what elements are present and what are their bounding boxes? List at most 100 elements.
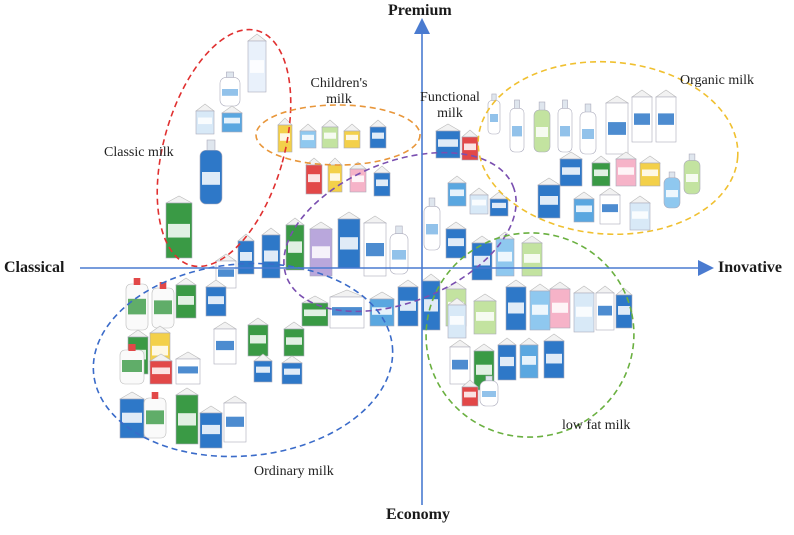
organic-milk-ellipse — [477, 60, 739, 236]
milk-bottle-image — [487, 93, 501, 135]
axis-label-economy: Economy — [386, 506, 450, 523]
axis-label-classical: Classical — [4, 259, 65, 276]
milk-carton-image — [285, 217, 305, 271]
milk-carton-image — [447, 175, 467, 207]
milk-carton-image — [369, 119, 387, 149]
milk-carton-image — [349, 161, 367, 193]
product-images — [118, 33, 701, 449]
milk-carton-image — [321, 119, 339, 149]
milk-bottle-image — [389, 225, 409, 275]
milk-carton-image — [615, 151, 637, 187]
milk-bottle-image — [219, 71, 241, 107]
group-label-classic-milk: Classic milk — [104, 145, 174, 160]
milk-carton-image — [519, 337, 539, 379]
milk-bottle-image — [557, 99, 573, 153]
milk-carton-image — [421, 273, 441, 331]
milk-bottle-image — [663, 171, 681, 209]
milk-carton-image — [343, 123, 361, 149]
milk-carton-image — [373, 165, 391, 197]
group-label-childrens-milk: Children's milk — [310, 76, 368, 107]
milk-jug-image — [143, 392, 167, 439]
milk-carton-image — [461, 129, 479, 161]
milk-bottle-image — [199, 139, 223, 205]
milk-carton-image — [283, 321, 305, 357]
milk-bottle-image — [579, 103, 597, 155]
milk-carton-image — [221, 105, 243, 133]
milk-carton-image — [573, 191, 595, 223]
milk-carton-image — [591, 155, 611, 187]
milk-carton-image — [362, 215, 388, 277]
milk-carton-image — [497, 337, 517, 381]
milk-carton-image — [549, 281, 571, 329]
low-fat-milk-ellipse — [425, 232, 635, 438]
group-label-organic-milk: Organic milk — [680, 73, 755, 88]
milk-carton-image — [247, 33, 267, 93]
milk-carton-image — [281, 355, 303, 385]
milk-carton-image — [558, 151, 584, 187]
milk-carton-image — [174, 387, 200, 445]
milk-carton-image — [505, 279, 527, 331]
group-label-low-fat-milk: low fat milk — [562, 418, 631, 433]
milk-carton-image — [445, 221, 467, 259]
milk-carton-image — [595, 285, 615, 331]
milk-carton-image — [327, 157, 343, 193]
milk-carton-image — [368, 291, 396, 327]
milk-carton-image — [205, 279, 227, 317]
milk-carton-image — [336, 211, 362, 269]
milk-carton-image — [222, 395, 248, 443]
milk-carton-image — [471, 235, 493, 281]
group-label-functional-milk: Functional milk — [420, 90, 480, 121]
milk-carton-image — [449, 339, 471, 385]
milk-carton-image — [639, 155, 661, 187]
milk-jug-image — [119, 344, 145, 385]
milk-bottle-image — [479, 375, 499, 407]
milk-carton-image — [461, 379, 479, 407]
milk-carton-image — [301, 295, 329, 327]
axis-label-inovative: Inovative — [718, 259, 782, 276]
milk-jug-image — [125, 278, 149, 331]
milk-carton-image — [299, 123, 317, 149]
milk-carton-image — [261, 227, 281, 279]
milk-carton-image — [631, 89, 653, 143]
milk-bottle-image — [683, 153, 701, 195]
milk-carton-image — [599, 187, 621, 225]
classic-milk-ellipse — [156, 28, 292, 268]
milk-carton-image — [174, 351, 202, 385]
milk-carton-image — [529, 283, 551, 331]
milk-carton-image — [543, 333, 565, 379]
ordinary-milk-ellipse — [92, 262, 394, 458]
milk-carton-image — [148, 353, 174, 385]
axis-label-premium: Premium — [388, 2, 452, 19]
milk-carton-image — [536, 177, 562, 219]
milk-carton-image — [447, 297, 467, 339]
milk-carton-image — [329, 289, 365, 329]
milk-carton-image — [469, 187, 489, 215]
milk-carton-image — [472, 293, 498, 335]
milk-carton-image — [573, 285, 595, 333]
milk-carton-image — [253, 353, 273, 383]
milk-carton-image — [212, 321, 238, 365]
milk-bottle-image — [423, 197, 441, 251]
milk-carton-image — [198, 405, 224, 449]
milk-jug-image — [151, 282, 175, 329]
milk-carton-image — [165, 195, 193, 259]
milk-carton-image — [195, 103, 215, 135]
milk-carton-image — [655, 89, 677, 143]
milk-carton-image — [308, 221, 334, 277]
milk-carton-image — [118, 391, 146, 439]
milk-carton-image — [489, 191, 509, 217]
milk-carton-image — [629, 195, 651, 231]
milk-carton-image — [247, 317, 269, 357]
milk-bottle-image — [533, 101, 551, 153]
group-label-ordinary-milk: Ordinary milk — [254, 464, 334, 479]
group-ellipses — [92, 28, 739, 458]
milk-carton-image — [175, 277, 197, 319]
childrens-milk-ellipse — [255, 104, 421, 166]
milk-carton-image — [604, 95, 630, 155]
functional-milk-ellipse — [283, 151, 517, 313]
milk-bottle-image — [509, 99, 525, 153]
milk-carton-image — [521, 235, 543, 277]
axes — [80, 18, 714, 505]
